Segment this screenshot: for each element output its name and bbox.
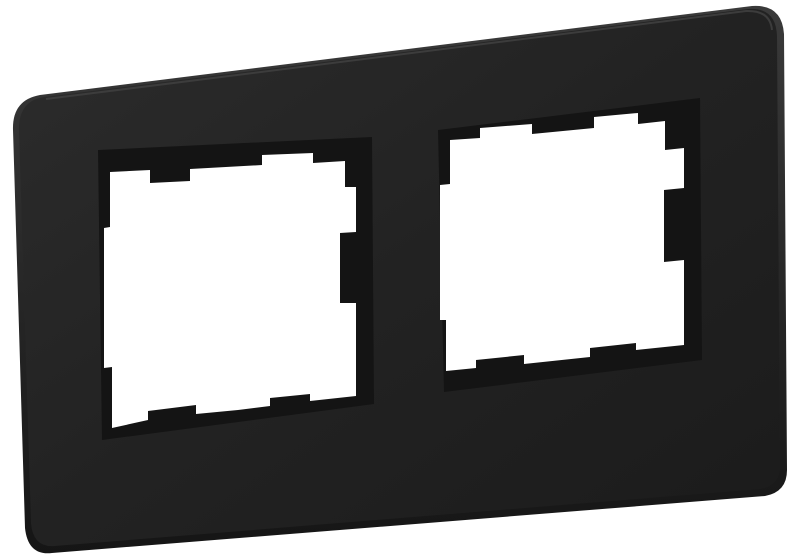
frame-highlight [45, 9, 773, 100]
opening-right [440, 113, 684, 371]
opening-left [104, 153, 356, 428]
